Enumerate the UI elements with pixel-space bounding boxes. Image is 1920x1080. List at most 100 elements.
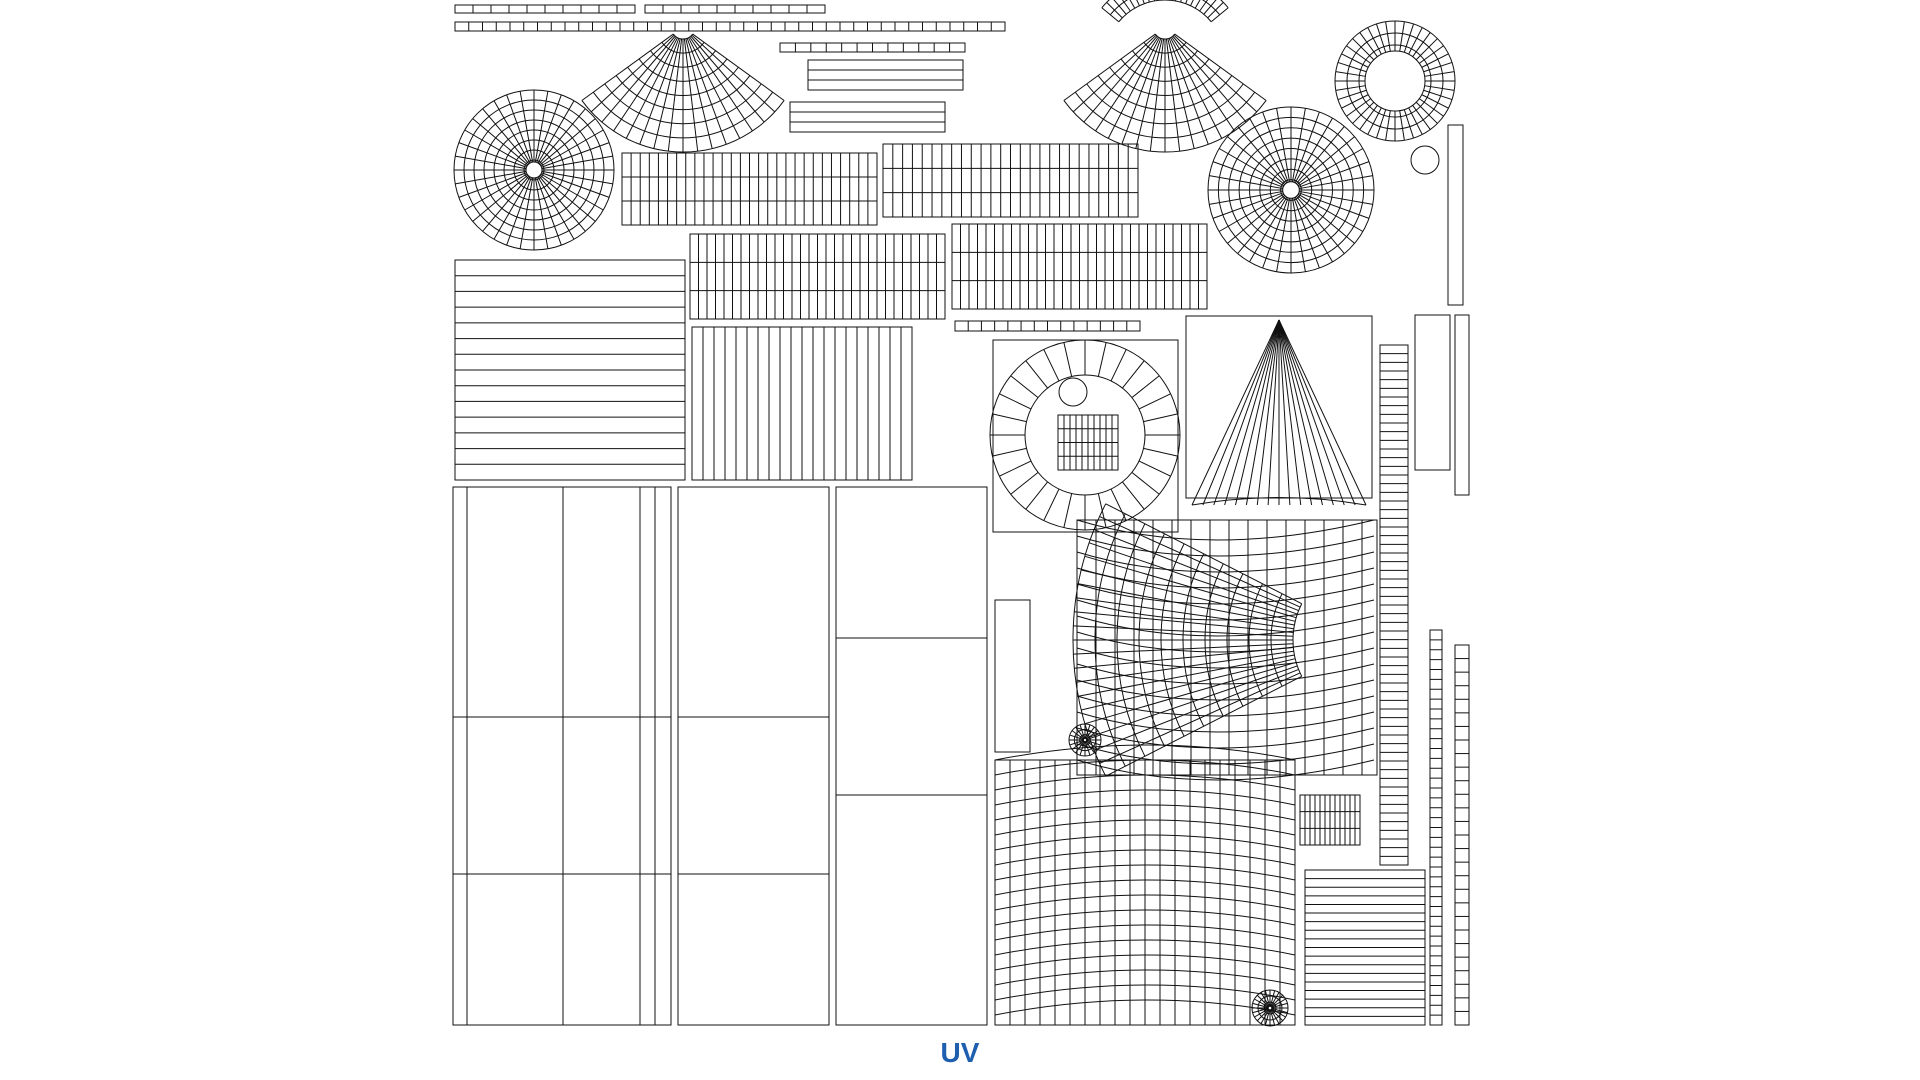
- uv-edge: [1063, 493, 1073, 528]
- uv-edge: [691, 34, 776, 113]
- uv-edge: [1085, 741, 1091, 756]
- uv-edge: [1086, 740, 1099, 750]
- uv-edge: [1209, 190, 1283, 205]
- uv-curve: [994, 969, 1296, 986]
- uv-edge: [1101, 7, 1120, 23]
- uv-edge: [1278, 319, 1302, 506]
- uv-edge: [464, 129, 528, 167]
- uv-edge: [1074, 611, 1294, 633]
- uv-curve: [1154, 33, 1176, 40]
- uv-island-outline: [1414, 314, 1451, 471]
- uv-island-outline: [1447, 124, 1464, 306]
- uv-edge: [1295, 196, 1345, 254]
- uv-edge: [506, 177, 532, 246]
- uv-edge: [1081, 658, 1296, 711]
- uv-island-outline: [807, 59, 964, 91]
- uv-edge: [1122, 360, 1145, 389]
- uv-edge: [534, 91, 549, 163]
- uv-edge: [1385, 110, 1391, 141]
- uv-ring: [523, 159, 545, 181]
- uv-edge: [1143, 413, 1178, 423]
- uv-curve: [994, 984, 1296, 1001]
- uv-edge: [1110, 349, 1127, 382]
- uv-island-outline: [789, 101, 946, 133]
- uv-edge: [1254, 1008, 1269, 1018]
- uv-edge: [1069, 740, 1084, 746]
- uv-edge: [1260, 1009, 1270, 1024]
- uv-edge: [1122, 481, 1145, 510]
- uv-curve: [994, 939, 1296, 956]
- uv-ring: [1410, 145, 1440, 175]
- uv-caption: UV: [940, 1037, 980, 1068]
- uv-edge: [455, 170, 527, 185]
- uv-edge: [1218, 148, 1285, 187]
- uv-curve: [994, 744, 1296, 761]
- uv-edge: [541, 170, 613, 185]
- uv-curve: [994, 819, 1296, 836]
- uv-edge: [1252, 1007, 1269, 1014]
- uv-edge: [1110, 488, 1127, 521]
- uv-edge: [690, 35, 765, 123]
- uv-edge: [1337, 61, 1367, 73]
- uv-curve: [672, 33, 694, 40]
- uv-curve: [994, 849, 1296, 866]
- uv-edge: [1424, 85, 1455, 91]
- uv-edge: [1121, 38, 1162, 145]
- uv-edge: [581, 33, 674, 101]
- uv-edge: [519, 177, 534, 249]
- uv-edge: [1063, 33, 1156, 101]
- uv-edge: [1083, 35, 1158, 123]
- uv-curve: [994, 954, 1296, 971]
- uv-edge: [1089, 665, 1298, 738]
- uv-edge: [1227, 194, 1285, 244]
- uv-curve: [994, 789, 1296, 806]
- uv-edge: [1213, 319, 1280, 506]
- uv-edge: [1071, 740, 1084, 750]
- uv-edge: [1079, 724, 1085, 739]
- uv-edge: [458, 172, 527, 198]
- uv-edge: [999, 460, 1032, 477]
- uv-edge: [1415, 38, 1438, 61]
- uv-edge: [1269, 1009, 1276, 1026]
- uv-edge: [1254, 998, 1269, 1008]
- uv-edge: [1224, 319, 1280, 506]
- uv-edge: [538, 108, 586, 165]
- uv-edge: [1294, 196, 1333, 263]
- uv-edge: [1075, 726, 1085, 739]
- uv-edge: [1298, 161, 1370, 188]
- uv-edge: [1341, 94, 1369, 109]
- uv-edge: [1367, 107, 1382, 135]
- uv-curve: [1076, 647, 1375, 669]
- uv-edge: [1136, 0, 1140, 6]
- uv-edge: [1299, 175, 1373, 190]
- uv-edge: [455, 155, 527, 170]
- uv-edge: [1270, 1008, 1284, 1022]
- uv-edge: [1075, 597, 1294, 630]
- uv-edge: [1131, 375, 1160, 398]
- uv-edge: [1203, 0, 1217, 15]
- uv-edge: [1408, 27, 1423, 55]
- uv-edge: [625, 37, 678, 139]
- uv-edge: [1423, 61, 1453, 73]
- uv-edge: [1106, 2, 1123, 19]
- uv-curve: [1063, 100, 1267, 153]
- uv-edge: [1415, 101, 1438, 124]
- uv-edge: [458, 142, 527, 168]
- uv-edge: [1297, 136, 1355, 186]
- uv-edge: [999, 393, 1032, 410]
- uv-edge: [1025, 360, 1048, 389]
- uv-edge: [1278, 319, 1323, 506]
- uv-edge: [1375, 23, 1387, 53]
- uv-edge: [1095, 36, 1159, 132]
- uv-curve: [1076, 615, 1375, 637]
- uv-edge: [1212, 192, 1284, 219]
- uv-edge: [1073, 643, 1294, 655]
- uv-curve: [994, 864, 1296, 881]
- uv-edge: [482, 175, 530, 232]
- uv-edge: [1075, 741, 1085, 754]
- uv-curve: [994, 804, 1296, 821]
- uv-curve: [1118, 0, 1212, 23]
- uv-edge: [1085, 724, 1091, 739]
- uv-edge: [1359, 104, 1378, 130]
- uv-ring: [1058, 377, 1088, 407]
